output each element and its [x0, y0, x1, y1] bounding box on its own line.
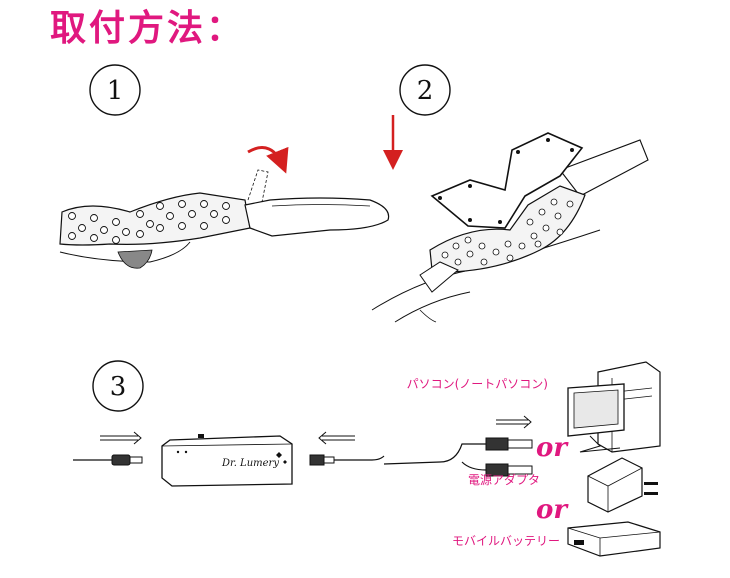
svg-text:3: 3	[110, 372, 127, 402]
page-title: 取付方法：	[50, 7, 246, 49]
step-2-circle: 2	[399, 64, 451, 116]
step-2-drawing	[371, 115, 649, 323]
svg-text:2: 2	[417, 76, 434, 106]
led-pad	[59, 192, 251, 246]
controller-box: Dr. Lumery	[161, 434, 293, 487]
adapter-illustration	[587, 457, 658, 513]
computer-label: パソコン(ノートパソコン)	[407, 377, 548, 391]
or-text-2: or	[536, 495, 569, 525]
led-dots	[68, 200, 230, 244]
or-text-1: or	[536, 433, 569, 463]
step-1-drawing	[59, 146, 390, 269]
svg-text:1: 1	[107, 76, 124, 106]
led-pad	[429, 185, 586, 273]
battery-illustration	[567, 521, 661, 557]
fold-arrow	[247, 146, 289, 174]
adapter-label: 電源アダプタ	[468, 472, 540, 487]
computer-illustration	[567, 361, 661, 453]
step-3-drawing: Dr. Lumery	[73, 415, 533, 487]
device-brand-label: Dr. Lumery	[221, 458, 279, 469]
step-3-circle: 3	[92, 360, 144, 412]
step-1-circle: 1	[89, 64, 141, 116]
battery-label: モバイルバッテリー	[452, 534, 560, 548]
top-pad	[430, 132, 584, 229]
strap	[244, 197, 390, 237]
